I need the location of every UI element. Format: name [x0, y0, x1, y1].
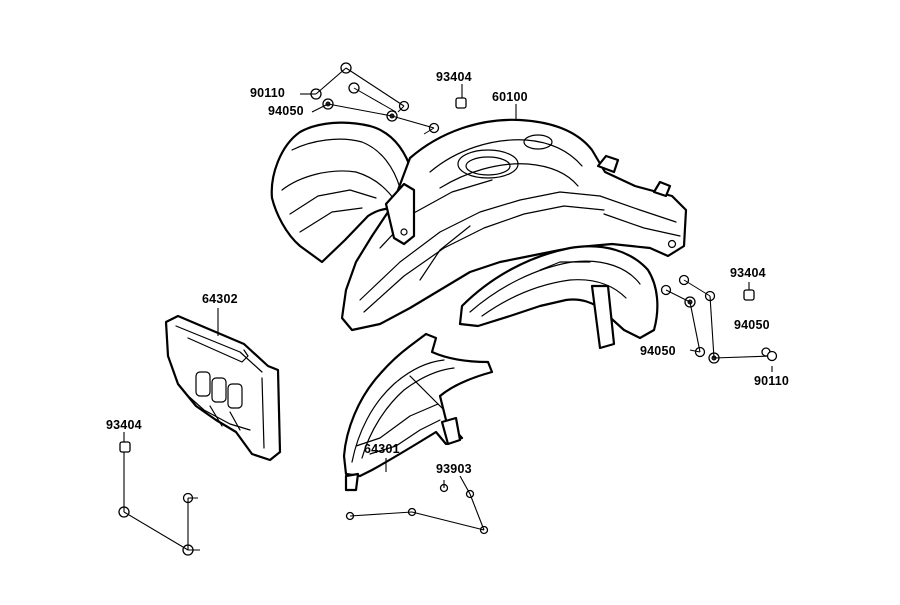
label-front-nut-right: 93404: [730, 266, 766, 280]
label-front-grill: 64301: [364, 442, 400, 456]
label-screws: 93903: [436, 462, 472, 476]
label-body-cover: 60100: [492, 90, 528, 104]
label-rear-nut: 93404: [106, 418, 142, 432]
label-front-bolt-left: 90110: [250, 86, 286, 100]
label-front-washer-right-a: 94050: [734, 318, 770, 332]
hardware-lower-left: [118, 432, 200, 556]
label-front-washer-left: 94050: [268, 104, 304, 118]
hardware-screws: [345, 458, 489, 535]
label-footrest-panel: 64302: [202, 292, 238, 306]
label-front-nut-left: 93404: [436, 70, 472, 84]
front-grill-part: [342, 332, 494, 492]
hardware-top-left: [300, 62, 517, 135]
hardware-right: [660, 274, 778, 372]
label-front-bolt-right: 90110: [754, 374, 790, 388]
label-front-washer-right-b: 94050: [640, 344, 676, 358]
body-cover-part: [270, 118, 688, 350]
footrest-panel-part: [164, 314, 282, 462]
